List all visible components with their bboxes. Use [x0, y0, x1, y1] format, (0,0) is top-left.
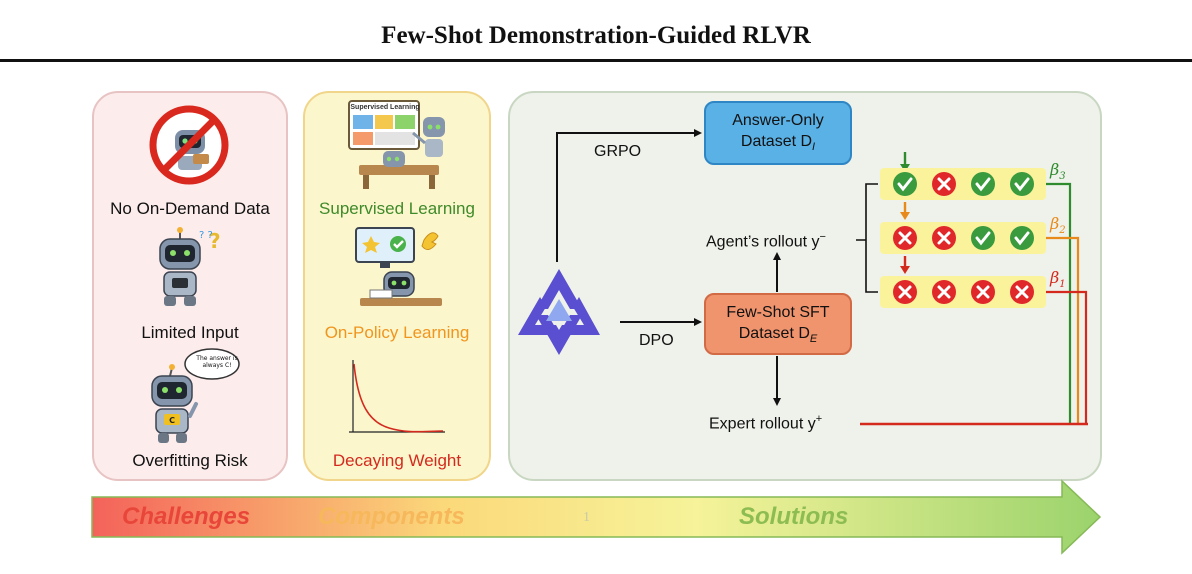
- component-label-2: Decaying Weight: [332, 451, 462, 470]
- dpo-label: DPO: [639, 332, 674, 349]
- no-robot-icon: [149, 105, 229, 185]
- svg-text:? ?: ? ?: [199, 230, 213, 241]
- cross-icon: [1010, 280, 1034, 304]
- classroom-board-text: Supervised Learning: [350, 104, 420, 111]
- decay-curve: [353, 363, 444, 433]
- banner-components: Components: [318, 503, 465, 530]
- check-icon: [1010, 226, 1034, 250]
- cross-icon: [893, 280, 917, 304]
- banner-challenges: Challenges: [122, 503, 251, 530]
- check-icon: [893, 172, 917, 196]
- fewshot-sft-dataset-box: Few-Shot SFT Dataset DE: [704, 293, 852, 355]
- svg-text:C: C: [169, 416, 175, 425]
- page-number: 1: [583, 510, 590, 525]
- beta1-line: [1046, 290, 1088, 424]
- challenge-label-1: Limited Input: [141, 323, 239, 342]
- agent-rollout-label: Agent’s rollout y−: [706, 231, 826, 251]
- answer-only-sub: I: [812, 141, 816, 154]
- cross-icon: [932, 280, 956, 304]
- fewshot-line2: Dataset D: [738, 325, 810, 342]
- check-icon: [971, 172, 995, 196]
- component-label-1: On-Policy Learning: [324, 323, 470, 342]
- component-label-0: Supervised Learning: [319, 199, 475, 218]
- title-rule: [0, 59, 1192, 62]
- challenge-label-0: No On-Demand Data: [110, 199, 270, 218]
- beta-label-3: β3: [1050, 160, 1066, 183]
- practice-robot-icon: [355, 227, 442, 306]
- beta-label-2: β2: [1050, 214, 1066, 237]
- fewshot-line1: Few-Shot SFT: [726, 304, 830, 321]
- grpo-arrow: [556, 129, 702, 262]
- speech-bubble-text: The answer is always C!: [196, 355, 238, 369]
- beta2-line: [1046, 236, 1080, 424]
- speech-robot-icon: C: [151, 348, 240, 443]
- rows-bracket: [856, 183, 878, 293]
- svg-text:?: ?: [209, 229, 221, 253]
- answer-only-line2: Dataset D: [740, 133, 813, 150]
- cross-icon: [893, 226, 917, 250]
- check-icon: [971, 226, 995, 250]
- challenge-label-2: Overfitting Risk: [132, 451, 248, 470]
- banner-solutions: Solutions: [739, 503, 849, 530]
- answer-only-dataset-box: Answer-Only Dataset DI: [704, 101, 852, 165]
- decay-curve-plot: [349, 360, 445, 433]
- beta-label-1: β1: [1050, 268, 1066, 291]
- confused-robot-icon: ? ? ?: [159, 227, 221, 306]
- cross-icon: [932, 226, 956, 250]
- answer-only-line1: Answer-Only: [732, 112, 824, 129]
- cross-icon: [971, 280, 995, 304]
- check-icon: [1010, 172, 1034, 196]
- grpo-label: GRPO: [594, 143, 642, 160]
- qwen-logo-icon: [518, 269, 600, 355]
- cross-icon: [932, 172, 956, 196]
- rollout-marks: [893, 172, 1034, 304]
- beta3-line: [1046, 182, 1072, 424]
- expert-rollout-label: Expert rollout y+: [709, 413, 823, 433]
- classroom-robot-icon: [348, 100, 445, 189]
- fewshot-sub: E: [809, 333, 818, 346]
- page-title: Few-Shot Demonstration-Guided RLVR: [381, 22, 811, 49]
